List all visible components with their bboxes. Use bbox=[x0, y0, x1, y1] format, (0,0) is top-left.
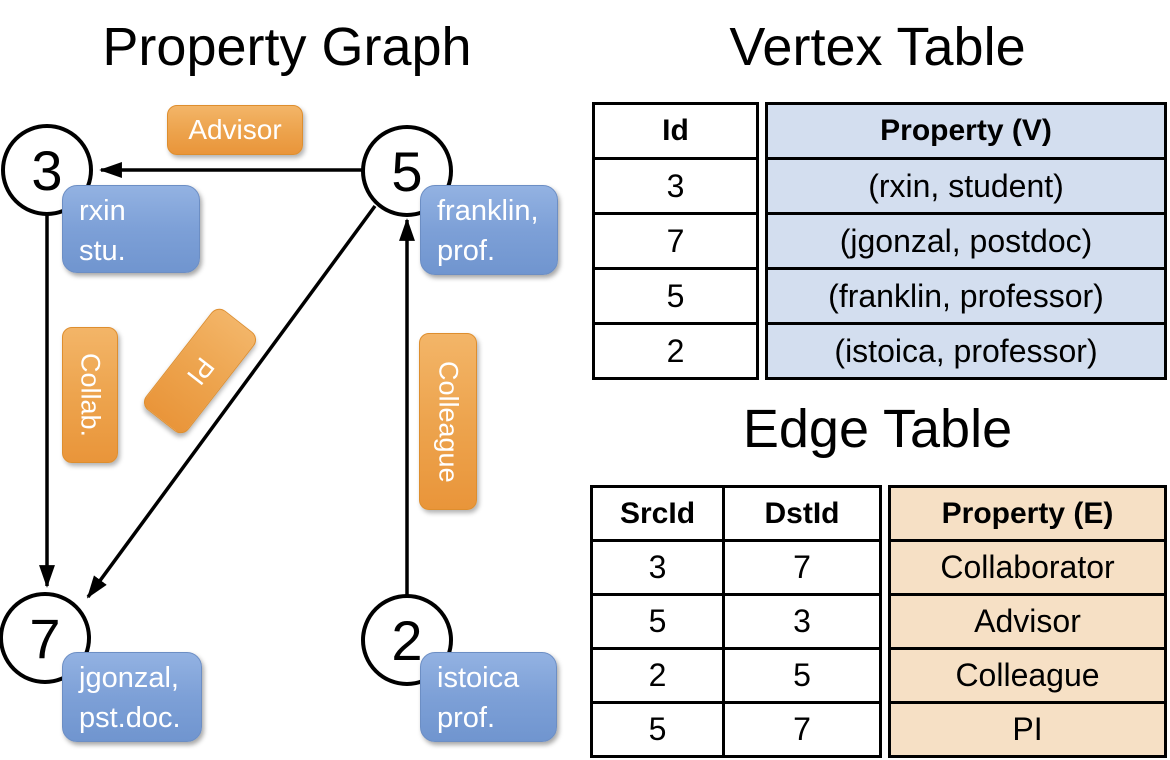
edge-table-column-gap bbox=[882, 485, 888, 758]
edge-src-cell: 3 bbox=[593, 539, 722, 593]
edge-dst-cell: 3 bbox=[725, 593, 879, 647]
vertex-table-property-column: Property (V) (rxin, student) (jgonzal, p… bbox=[765, 102, 1167, 380]
vertex-property-cell: (franklin, professor) bbox=[768, 267, 1164, 322]
property-graph-title: Property Graph bbox=[102, 17, 472, 77]
edge-pi-5-to-7 bbox=[86, 204, 377, 599]
edge-table-srcid-header: SrcId bbox=[619, 497, 696, 530]
node-7-property-line2: pst.doc. bbox=[79, 702, 181, 734]
node-7-property-box: jgonzal, pst.doc. bbox=[62, 652, 202, 742]
edge-src-cell: 5 bbox=[593, 593, 722, 647]
node-2-property-line1: istoica bbox=[437, 662, 520, 694]
vertex-table-title: Vertex Table bbox=[729, 17, 1026, 77]
edge-table: SrcId 3 5 2 5 DstId 7 3 5 7 Property (E)… bbox=[590, 485, 1167, 758]
edge-table-property-column: Property (E) Collaborator Advisor Collea… bbox=[888, 485, 1167, 758]
edge-label-advisor: Advisor bbox=[167, 105, 303, 155]
edge-property-cell: Collaborator bbox=[891, 539, 1164, 593]
vertex-table-id-column: Id 3 7 5 2 bbox=[592, 102, 759, 380]
edge-dst-cell: 7 bbox=[725, 539, 879, 593]
edge-table-dstid-column: DstId 7 3 5 7 bbox=[725, 485, 882, 758]
node-3-property-line2: stu. bbox=[79, 235, 126, 267]
edge-table-srcid-column: SrcId 3 5 2 5 bbox=[590, 485, 725, 758]
vertex-table-column-gap bbox=[759, 102, 765, 380]
node-2-property-line2: prof. bbox=[437, 702, 496, 734]
edge-label-colleague: Colleague bbox=[419, 333, 477, 510]
graph-edges-layer bbox=[39, 162, 415, 599]
edge-table-property-header: Property (E) bbox=[891, 488, 1164, 539]
vertex-id-cell: 2 bbox=[595, 322, 756, 377]
graph-node-5: 5 bbox=[361, 125, 453, 217]
vertex-property-cell: (rxin, student) bbox=[768, 157, 1164, 212]
vertex-id-cell: 3 bbox=[595, 157, 756, 212]
vertex-property-cell: (istoica, professor) bbox=[768, 322, 1164, 377]
vertex-id-cell: 5 bbox=[595, 267, 756, 322]
node-7-property-line1: jgonzal, bbox=[79, 662, 179, 694]
edge-table-title: Edge Table bbox=[742, 399, 1013, 459]
node-3-property-line1: rxin bbox=[79, 195, 126, 227]
node-3-property-box: rxin stu. bbox=[62, 185, 200, 273]
vertex-id-cell: 7 bbox=[595, 212, 756, 267]
vertex-table-id-header: Id bbox=[662, 114, 689, 147]
edge-src-cell: 5 bbox=[593, 701, 722, 755]
edge-property-cell: PI bbox=[891, 701, 1164, 755]
edge-property-cell: Advisor bbox=[891, 593, 1164, 647]
vertex-table-property-header: Property (V) bbox=[768, 105, 1164, 157]
node-5-property-line1: franklin, bbox=[437, 195, 539, 227]
edge-dst-cell: 7 bbox=[725, 701, 879, 755]
edge-dst-cell: 5 bbox=[725, 647, 879, 701]
edge-property-cell: Colleague bbox=[891, 647, 1164, 701]
node-5-property-box: franklin, prof. bbox=[420, 185, 558, 275]
vertex-property-cell: (jgonzal, postdoc) bbox=[768, 212, 1164, 267]
edge-table-dstid-header: DstId bbox=[764, 497, 840, 530]
edge-label-collab: Collab. bbox=[62, 327, 118, 463]
edge-src-cell: 2 bbox=[593, 647, 722, 701]
vertex-table: Id 3 7 5 2 Property (V) (rxin, student) … bbox=[592, 102, 1167, 380]
node-5-property-line2: prof. bbox=[437, 235, 496, 267]
node-2-property-box: istoica prof. bbox=[420, 652, 557, 742]
